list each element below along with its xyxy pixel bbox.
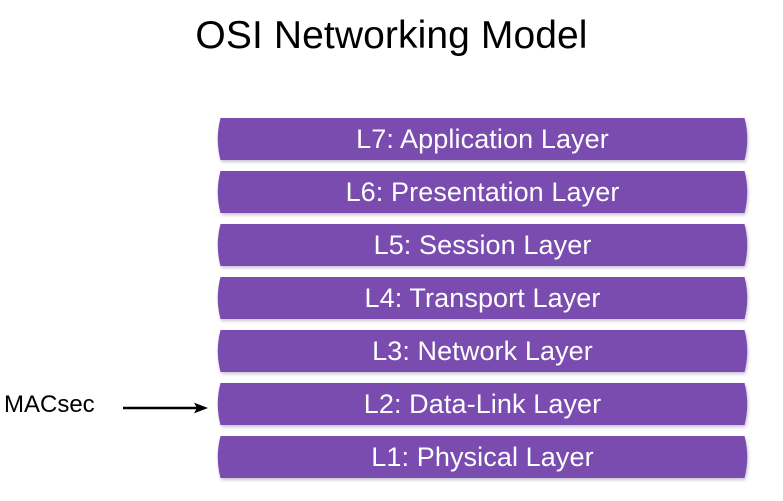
layer-bar-l5[interactable]: L5: Session Layer [215,221,750,269]
layer-slab-icon [217,118,748,160]
layer-label-l4: L4: Transport Layer [364,282,601,313]
layer-bar-l4[interactable]: L4: Transport Layer [215,274,750,322]
arrow-right-icon [123,402,208,414]
layer-slab-icon [217,171,748,213]
layer-label-l5: L5: Session Layer [373,229,592,260]
layer-bar-l2[interactable]: L2: Data-Link Layer [215,380,750,428]
layer-label-l3: L3: Network Layer [372,335,593,366]
layer-slab-icon [217,436,748,478]
layer-slab-icon [217,277,748,319]
layer-label-l1: L1: Physical Layer [371,441,594,472]
layer-slab-icon [217,383,748,425]
page-title: OSI Networking Model [195,14,588,57]
layer-label-l7: L7: Application Layer [356,123,609,154]
layer-bar-l1[interactable]: L1: Physical Layer [215,433,750,481]
layer-label-l2: L2: Data-Link Layer [363,388,602,419]
macsec-annotation: MACsec [0,389,215,429]
osi-layer-stack: L7: Application Layer L6: Presentation L… [215,115,750,487]
layer-slab-icon [217,224,748,266]
layer-label-l6: L6: Presentation Layer [345,176,620,207]
layer-slab-icon [217,330,748,372]
layer-bar-l6[interactable]: L6: Presentation Layer [215,168,750,216]
layer-bar-l3[interactable]: L3: Network Layer [215,327,750,375]
macsec-label: MACsec [4,391,95,418]
layer-bar-l7[interactable]: L7: Application Layer [215,115,750,163]
